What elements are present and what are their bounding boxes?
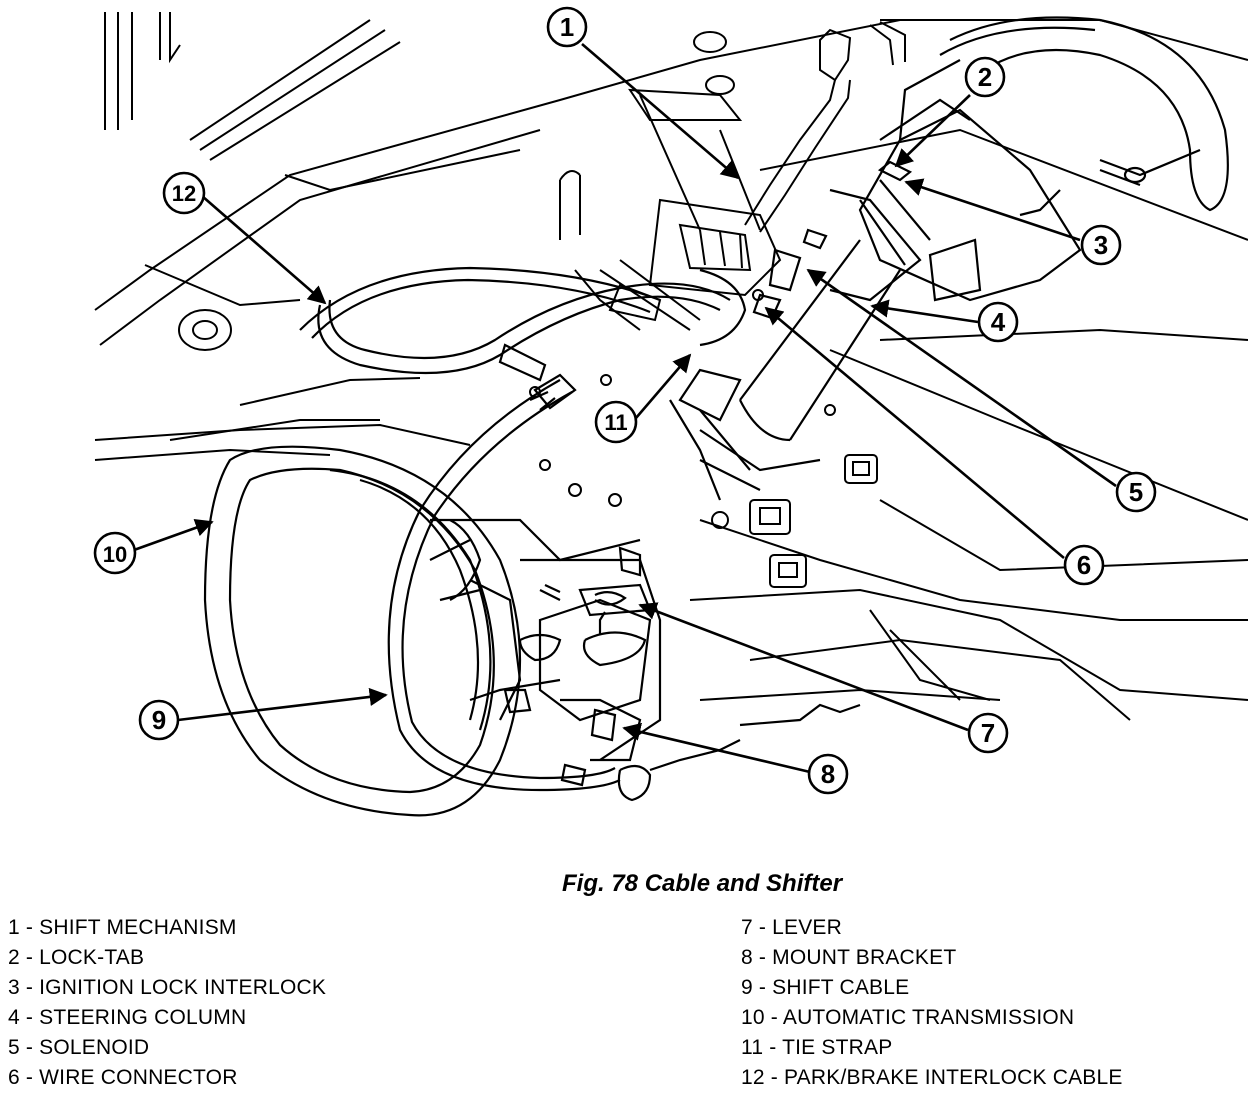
callout-2: 2 <box>964 56 1006 98</box>
legend-item: 5 - SOLENOID <box>8 1036 150 1059</box>
leader-12 <box>201 195 327 305</box>
cables <box>299 266 731 792</box>
callout-label: 3 <box>1094 230 1108 260</box>
callout-8: 8 <box>807 753 849 795</box>
callout-9: 9 <box>138 699 180 741</box>
legend-item: 12 - PARK/BRAKE INTERLOCK CABLE <box>741 1066 1123 1089</box>
legend-item: 10 - AUTOMATIC TRANSMISSION <box>741 1006 1075 1029</box>
callout-7: 7 <box>967 712 1009 754</box>
legend-item: 6 - WIRE CONNECTOR <box>8 1066 238 1089</box>
callout-label: 1 <box>560 12 574 42</box>
automatic-transmission-drawing <box>203 445 861 817</box>
callout-label: 7 <box>981 718 995 748</box>
callout-label: 5 <box>1129 477 1143 507</box>
callout-1: 1 <box>546 6 588 48</box>
leader-2 <box>894 94 971 168</box>
leader-1 <box>581 43 740 180</box>
callout-label: 12 <box>172 181 196 206</box>
callout-label: 10 <box>103 542 127 567</box>
legend-item: 1 - SHIFT MECHANISM <box>8 916 237 939</box>
legend-right: 7 - LEVER 8 - MOUNT BRACKET 9 - SHIFT CA… <box>741 913 1123 1093</box>
legend-left: 1 - SHIFT MECHANISM 2 - LOCK-TAB 3 - IGN… <box>8 913 326 1093</box>
callout-label: 8 <box>821 759 835 789</box>
callout-11: 11 <box>594 400 638 444</box>
legend-item: 9 - SHIFT CABLE <box>741 976 910 999</box>
leader-5 <box>806 268 1117 488</box>
leader-9 <box>177 687 388 722</box>
leader-11 <box>635 353 692 419</box>
legend-item: 2 - LOCK-TAB <box>8 946 145 969</box>
legend-item: 11 - TIE STRAP <box>741 1036 893 1059</box>
leader-3 <box>904 178 1081 242</box>
shift-mechanism-drawing <box>574 21 906 331</box>
leader-lines <box>133 43 1117 774</box>
callout-4: 4 <box>977 301 1019 343</box>
legend-item: 4 - STEERING COLUMN <box>8 1006 247 1029</box>
cable-shifter-diagram: 1 2 3 4 5 6 7 8 9 10 11 12 <box>93 6 1248 817</box>
leader-10 <box>133 518 214 552</box>
leader-6 <box>764 306 1065 559</box>
callout-5: 5 <box>1115 471 1157 513</box>
callout-6: 6 <box>1063 544 1105 586</box>
steering-column <box>669 16 1229 501</box>
legend-item: 7 - LEVER <box>741 916 843 939</box>
callout-3: 3 <box>1080 224 1122 266</box>
legend-item: 3 - IGNITION LOCK INTERLOCK <box>8 976 327 999</box>
floor-pan <box>94 12 1248 721</box>
leader-8 <box>622 722 811 774</box>
callout-label: 9 <box>152 705 166 735</box>
leader-7 <box>638 602 969 732</box>
callout-label: 4 <box>991 307 1006 337</box>
callout-label: 2 <box>978 62 992 92</box>
callout-label: 6 <box>1077 550 1091 580</box>
figure-caption: Fig. 78 Cable and Shifter <box>562 870 843 897</box>
leader-4 <box>870 299 979 324</box>
callout-label: 11 <box>604 410 627 435</box>
legend-item: 8 - MOUNT BRACKET <box>741 946 957 969</box>
callout-10: 10 <box>93 531 137 575</box>
callout-12: 12 <box>162 171 206 215</box>
